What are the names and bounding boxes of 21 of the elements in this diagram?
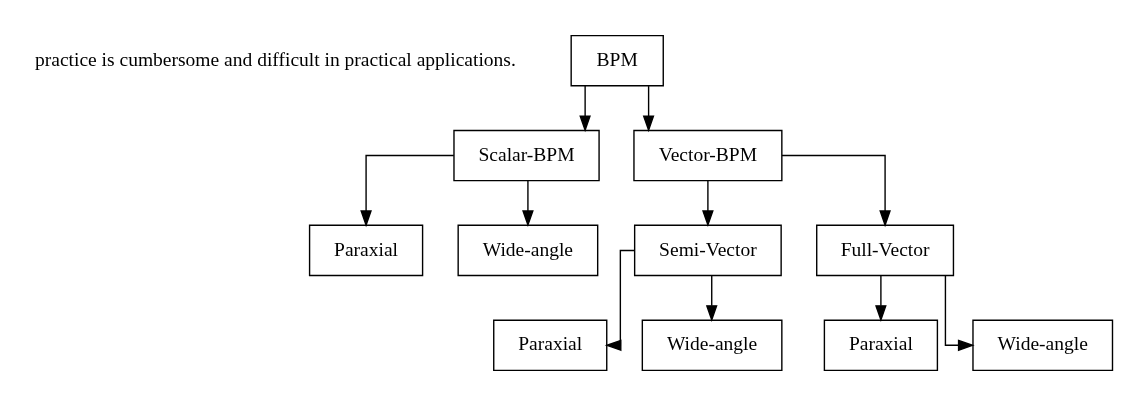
arrow: [360, 154, 455, 227]
node-box: Semi-Vector: [633, 224, 782, 276]
node-box: Scalar-BPM: [453, 129, 600, 181]
arrow: [781, 154, 891, 227]
node-box: Wide-angle: [972, 319, 1114, 371]
arrow: [702, 179, 714, 227]
node-box: Wide-angle: [457, 224, 599, 276]
arrow: [522, 179, 534, 227]
node-box: Paraxial: [493, 319, 608, 371]
node-box: BPM: [570, 34, 664, 86]
arrow: [875, 274, 887, 322]
node-box: Full-Vector: [816, 224, 955, 276]
arrow: [579, 84, 591, 132]
node-box: Vector-BPM: [633, 129, 783, 181]
node-box: Paraxial: [823, 319, 939, 371]
arrow: [944, 274, 975, 351]
node-box: Wide-angle: [641, 319, 783, 371]
arrow: [642, 84, 655, 132]
label: practice is cumbersome and difficult in practical applications.: [34, 48, 516, 70]
arrow: [705, 274, 718, 322]
node-box: Paraxial: [308, 224, 424, 276]
